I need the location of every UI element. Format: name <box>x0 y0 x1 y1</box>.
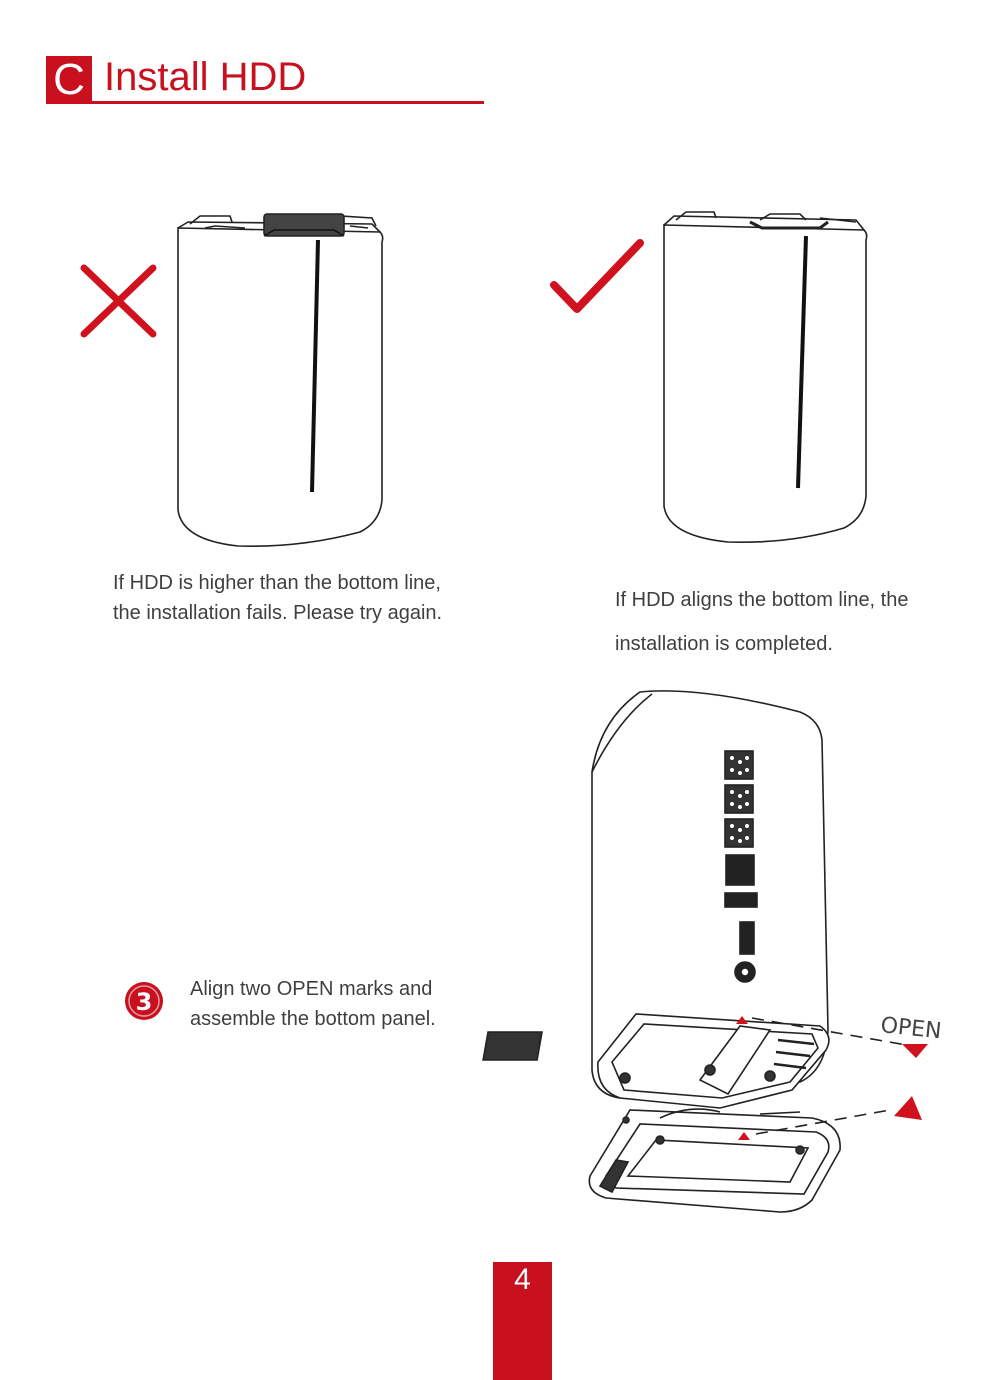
page-number-tab: 4 <box>493 1262 552 1380</box>
check-icon <box>550 239 644 313</box>
open-arrow-up <box>894 1096 922 1120</box>
step-number: 3 <box>136 988 153 1016</box>
page-number: 4 <box>514 1263 531 1296</box>
title-underline <box>46 101 484 104</box>
open-label: OPEN <box>879 1013 942 1044</box>
device-hdd-aligned <box>663 211 868 544</box>
alignment-line <box>310 239 320 493</box>
open-arrow-down <box>902 1044 928 1058</box>
alignment-line <box>796 235 808 489</box>
step-instruction: Align two OPEN marks and assemble the bo… <box>190 978 436 1030</box>
step-number-badge: 3 <box>125 982 163 1020</box>
success-caption: If HDD aligns the bottom line, the insta… <box>615 589 909 655</box>
fail-caption: If HDD is higher than the bottom line, t… <box>113 572 443 624</box>
page-title: Install HDD <box>104 55 307 99</box>
section-letter-badge: C <box>46 56 92 104</box>
cross-icon <box>80 264 157 338</box>
device-hdd-raised <box>177 213 384 548</box>
